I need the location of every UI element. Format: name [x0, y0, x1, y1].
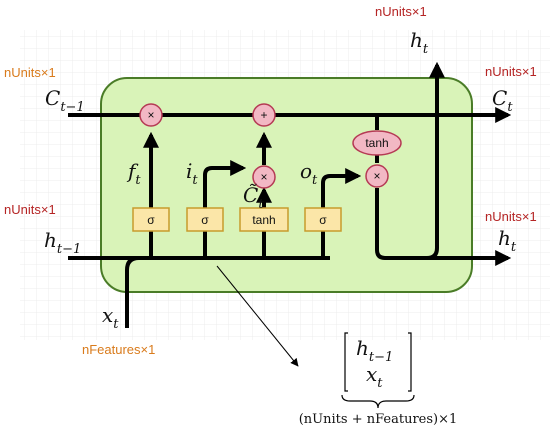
input-sigmoid-gate: σ — [186, 207, 224, 232]
forget-multiply-node: × — [139, 103, 163, 127]
label-h-t-right: ht — [498, 226, 517, 255]
input-gate-line — [203, 160, 247, 258]
right-bracket — [408, 332, 412, 392]
left-bracket — [344, 332, 348, 392]
concat-vector: ht−1 xt (nUnits + nFeatures)×1 — [299, 332, 458, 427]
output-sigmoid-gate: σ — [304, 207, 342, 232]
underbrace — [341, 394, 415, 409]
forget-multiply-symbol: × — [147, 108, 154, 122]
dim-h-out: nUnits×1 — [485, 209, 537, 224]
label-c-t: Ct — [492, 86, 513, 115]
dim-c-in: nUnits×1 — [4, 65, 56, 80]
label-c-prev: Ct−1 — [45, 86, 85, 115]
concat-h-prev: ht−1 — [356, 336, 393, 365]
cell-add-node: + — [252, 103, 276, 127]
label-h-t-top: ht — [410, 28, 429, 57]
input-multiply-symbol: × — [260, 170, 267, 184]
cell-tanh-label: tanh — [365, 136, 388, 150]
output-multiply-node: × — [365, 164, 389, 188]
dim-c-out: nUnits×1 — [485, 64, 537, 79]
forget-sigmoid-label: σ — [147, 213, 155, 227]
candidate-tanh-label: tanh — [252, 213, 275, 227]
output-gate-line — [321, 168, 362, 258]
label-c-tilde: C̃t — [243, 183, 264, 212]
label-h-prev: ht−1 — [44, 228, 81, 257]
dim-x-in: nFeatures×1 — [82, 342, 155, 357]
label-o-t: ot — [300, 159, 318, 188]
dim-h-top: nUnits×1 — [375, 4, 427, 19]
concat-x-t: xt — [366, 362, 383, 391]
forget-sigmoid-gate: σ — [132, 207, 170, 232]
cell-add-symbol: + — [260, 108, 267, 122]
output-sigmoid-label: σ — [319, 213, 327, 227]
dim-h-in: nUnits×1 — [4, 202, 56, 217]
concat-pointer-arrow — [216, 265, 299, 367]
input-x-line — [125, 256, 140, 328]
cell-tanh-node: tanh — [352, 130, 402, 156]
candidate-tanh-gate: tanh — [239, 207, 289, 232]
output-multiply-symbol: × — [373, 169, 380, 183]
label-i-t: it — [186, 159, 198, 188]
input-multiply-node: × — [252, 165, 276, 189]
label-x-t: xt — [102, 303, 119, 332]
concat-size: (nUnits + nFeatures)×1 — [299, 412, 458, 427]
input-sigmoid-label: σ — [201, 213, 209, 227]
